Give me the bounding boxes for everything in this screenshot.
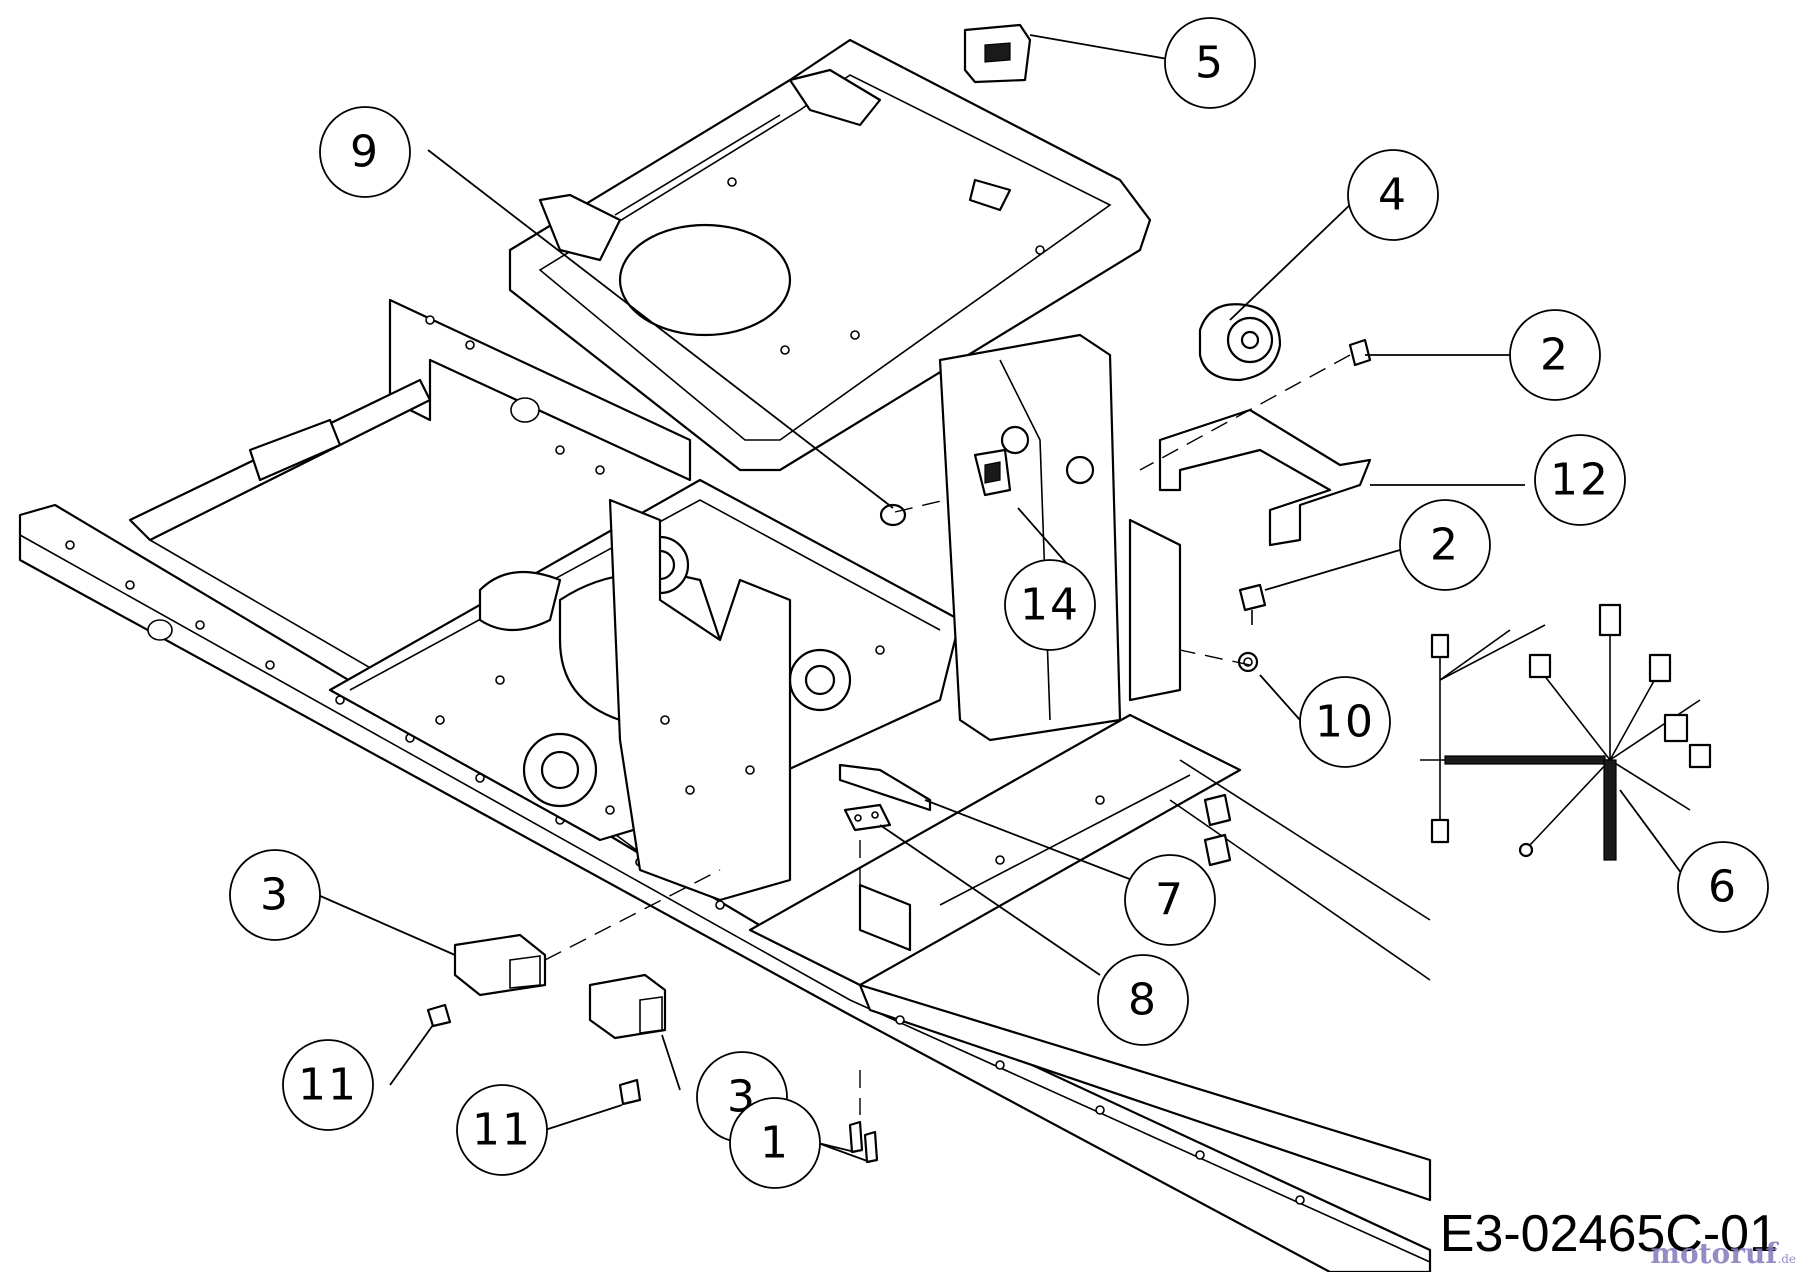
callout-4: 4: [1347, 149, 1439, 241]
callout-11-right: 11: [456, 1084, 548, 1176]
callout-label: 12: [1550, 455, 1610, 506]
callout-label: 2: [1430, 520, 1460, 571]
watermark-suffix: .de: [1777, 1252, 1796, 1266]
part-12-bracket: [1158, 408, 1372, 547]
part-9-plug: [879, 503, 907, 527]
callout-label: 9: [350, 127, 380, 178]
callout-label: 5: [1195, 38, 1225, 89]
side-track: [1169, 759, 1431, 981]
callout-label: 4: [1378, 170, 1408, 221]
callout-14: 14: [1004, 559, 1096, 651]
front-upright-panel: [608, 498, 792, 902]
watermark-logo: motoruf.de: [1650, 1237, 1796, 1270]
callout-2-lower: 2: [1399, 499, 1491, 591]
part-3-switch-right: [588, 973, 667, 1040]
callout-8: 8: [1097, 954, 1189, 1046]
callout-label: 11: [298, 1060, 358, 1111]
callout-5: 5: [1164, 17, 1256, 109]
callout-label: 1: [760, 1118, 790, 1169]
part-4-key-switch: [1198, 303, 1282, 382]
part-5-switch: [963, 23, 1032, 84]
drawing-reference-code: E3-02465C-01: [1439, 1205, 1778, 1263]
callout-11-left: 11: [282, 1039, 374, 1131]
rear-frame: [128, 298, 692, 861]
callout-label: 6: [1708, 862, 1738, 913]
callout-10: 10: [1299, 676, 1391, 768]
callout-2-upper: 2: [1509, 309, 1601, 401]
callout-3-left: 3: [229, 849, 321, 941]
callout-label: 10: [1315, 697, 1375, 748]
seat-pan: [508, 38, 1152, 472]
callout-7: 7: [1124, 854, 1216, 946]
part-2-screw-upper: [1348, 338, 1372, 367]
part-3-switch-left: [453, 933, 547, 997]
part-7-bracket: [838, 763, 932, 812]
part-14-relay: [973, 448, 1012, 497]
callout-label: 7: [1155, 875, 1185, 926]
callout-12: 12: [1534, 434, 1626, 526]
part-11-bolts: [426, 1003, 642, 1106]
part-2-screw-lower: [1238, 583, 1267, 625]
callout-label: 2: [1540, 330, 1570, 381]
part-8-plate: [843, 803, 892, 832]
callout-9: 9: [319, 106, 411, 198]
callout-1: 1: [729, 1097, 821, 1189]
part-1-pins: [848, 1120, 879, 1164]
part-10-nut: [1237, 651, 1259, 673]
watermark-text: motoruf: [1650, 1237, 1778, 1270]
rail-holes: [65, 540, 1305, 1205]
rear-vertical-panel: [938, 333, 1182, 742]
callout-label: 11: [472, 1105, 532, 1156]
front-cross-plate: [748, 713, 1242, 987]
callout-label: 14: [1020, 580, 1080, 631]
callout-6: 6: [1677, 841, 1769, 933]
part-6-wiring-harness: [1420, 603, 1712, 861]
callout-label: 8: [1128, 975, 1158, 1026]
assembly-lines: [544, 354, 1351, 1115]
callout-label: 3: [260, 870, 290, 921]
